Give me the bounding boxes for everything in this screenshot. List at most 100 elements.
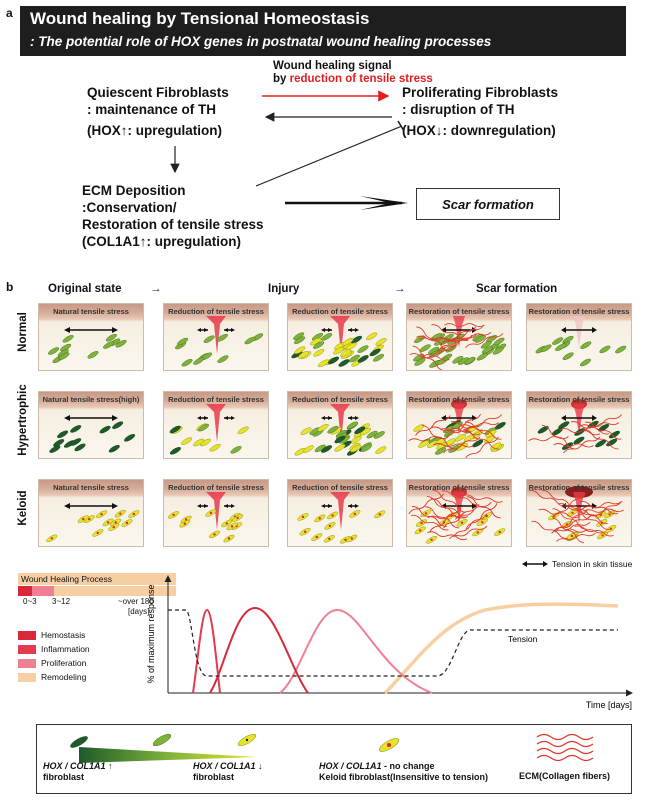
column-scar: Scar formation [476, 283, 558, 295]
panel-hypertrophic-5: Restoration of tensile stress [526, 391, 632, 459]
tension-legend: Tension in skin tissue [522, 559, 632, 569]
row-label-keloid: Keloid [17, 490, 29, 526]
inhibition-line [255, 125, 403, 187]
process-legend: Wound Healing Process 0~3 3~12 ~over 180… [18, 573, 176, 618]
timeline-seg-2 [32, 586, 54, 596]
ecm-line4: (COL1A1↑: upregulation) [82, 234, 241, 249]
panel-hypertrophic-4: Restoration of tensile stress [406, 391, 512, 459]
quiescent-gene: (HOX↑: upregulation) [87, 123, 222, 138]
diagram-subtitle: : The potential role of HOX genes in pos… [30, 34, 492, 49]
panel-title: Reduction of tensile stress [168, 307, 264, 316]
double-arrow-icon [522, 561, 548, 567]
signal-red-text: reduction of tensile stress [289, 73, 433, 85]
keloid-desc: Keloid fibroblast(Insensitive to tension… [319, 772, 489, 782]
scar-arrow [285, 196, 408, 210]
panel-keloid-2: Reduction of tensile stress [163, 479, 269, 547]
panel-keloid-4: Restoration of tensile stress [406, 479, 512, 547]
up-gene: HOX / COL1A1 ↑ [43, 761, 113, 771]
signal-prefix: by [273, 73, 287, 85]
panel-normal-2: Reduction of tensile stress [163, 303, 269, 371]
up-word: fibroblast [43, 772, 85, 782]
process-legend-title: Wound Healing Process [18, 573, 176, 585]
tick-2: ~over 180 [118, 597, 154, 606]
series-proliferation [279, 608, 433, 694]
panel-label-b: b [6, 280, 14, 294]
tension-line-label: Tension [508, 634, 538, 644]
proliferating-gene: (HOX↓: downregulation) [402, 123, 556, 138]
panel-label-a: a [6, 6, 13, 20]
x-axis-label: Time [days] [586, 700, 632, 710]
ecm-line1: ECM Deposition [82, 183, 186, 198]
collagen-fibers-icon [536, 733, 594, 761]
title-banner: Wound healing by Tensional Homeostasis :… [20, 6, 626, 56]
gradient-legend [70, 733, 257, 763]
panel-title: Natural tensile stress(high) [42, 395, 140, 404]
panel-title: Restoration of tensile stress [528, 483, 630, 492]
series-hemostasis [192, 608, 221, 694]
series-remodeling [383, 602, 619, 695]
panel-title: Reduction of tensile stress [292, 395, 388, 404]
timeline-ticks: 0~3 3~12 ~over 180 [days] [18, 596, 176, 618]
panel-title: Reduction of tensile stress [292, 483, 388, 492]
column-injury: Injury [268, 283, 300, 295]
proliferating-title: Proliferating Fibroblasts [402, 85, 559, 100]
ecm-node: ECM Deposition :Conservation/ Restoratio… [82, 182, 264, 250]
row-label-hypertrophic: Hypertrophic [17, 384, 29, 456]
down-word: fibroblast [193, 772, 235, 782]
keloid-fibroblast-label: HOX / COL1A1 - no change Keloid fibrobla… [319, 761, 488, 783]
panel-keloid-3: Reduction of tensile stress [287, 479, 393, 547]
panel-title: Restoration of tensile stress [408, 307, 510, 316]
down-fibroblast-label: HOX / COL1A1 ↓ fibroblast [193, 761, 263, 783]
inhibition-bar [397, 120, 405, 132]
legend-hemostasis: Hemostasis [18, 628, 90, 642]
signal-line2: by reduction of tensile stress [273, 73, 433, 86]
proliferating-node: Proliferating Fibroblasts : disruption o… [402, 84, 558, 139]
panel-normal-5: Restoration of tensile stress [526, 303, 632, 371]
panel-title: Reduction of tensile stress [168, 395, 264, 404]
y-axis-label: % of maximum response [146, 584, 156, 683]
panel-title: Restoration of tensile stress [528, 395, 630, 404]
cell-legend-box: HOX / COL1A1 ↑ fibroblast HOX / COL1A1 ↓… [36, 724, 632, 794]
series-tension [168, 609, 618, 677]
column-arrow-1: → [150, 283, 162, 295]
column-arrow-2: → [394, 283, 406, 295]
timeline-seg-3 [54, 586, 176, 596]
keloid-suffix: - no change [384, 761, 435, 771]
tick-0: 0~3 [23, 597, 37, 606]
response-chart: % of maximum response Time [days] Tensio… [146, 575, 633, 710]
panel-keloid-5: Restoration of tensile stress [526, 479, 632, 547]
panel-normal-3: Reduction of tensile stress [287, 303, 393, 371]
timeline-seg-1 [18, 586, 32, 596]
panel-hypertrophic-1: Natural tensile stress(high) [38, 391, 144, 459]
tick-1: 3~12 [52, 597, 71, 606]
legend-remodeling: Remodeling [18, 670, 90, 684]
panel-title: Restoration of tensile stress [408, 483, 510, 492]
panel-title: Natural tensile stress [53, 483, 129, 492]
up-fibroblast-label: HOX / COL1A1 ↑ fibroblast [43, 761, 113, 783]
legend-proliferation: Proliferation [18, 656, 90, 670]
ecm-line2: :Conservation/ [82, 200, 177, 215]
quiescent-node: Quiescent Fibroblasts : maintenance of T… [87, 84, 229, 139]
column-original: Original state [48, 283, 122, 295]
panel-normal-4: Restoration of tensile stress [406, 303, 512, 371]
panel-title: Natural tensile stress [53, 307, 129, 316]
diagram-title: Wound healing by Tensional Homeostasis [30, 9, 370, 28]
signal-label: Wound healing signal by reduction of ten… [273, 60, 433, 86]
panel-hypertrophic-3: Reduction of tensile stress [287, 391, 393, 459]
ecm-legend-label: ECM(Collagen fibers) [519, 771, 611, 781]
row-label-normal: Normal [17, 312, 29, 352]
panel-normal-1: Natural tensile stress [38, 303, 144, 371]
series-inflammation [209, 606, 309, 694]
panel-title: Reduction of tensile stress [292, 307, 388, 316]
keloid-gene: HOX / COL1A1 [319, 761, 382, 771]
panel-hypertrophic-2: Reduction of tensile stress [163, 391, 269, 459]
quiescent-sub: : maintenance of TH [87, 102, 217, 117]
quiescent-title: Quiescent Fibroblasts [87, 85, 229, 100]
tick-unit: [days] [128, 607, 150, 616]
process-timeline-bar [18, 586, 176, 596]
keloid-cell-icon [379, 738, 399, 752]
down-gene: HOX / COL1A1 ↓ [193, 761, 263, 771]
diagram-a-arrows [170, 90, 408, 210]
tension-legend-text: Tension in skin tissue [552, 559, 633, 569]
panel-title: Reduction of tensile stress [168, 483, 264, 492]
